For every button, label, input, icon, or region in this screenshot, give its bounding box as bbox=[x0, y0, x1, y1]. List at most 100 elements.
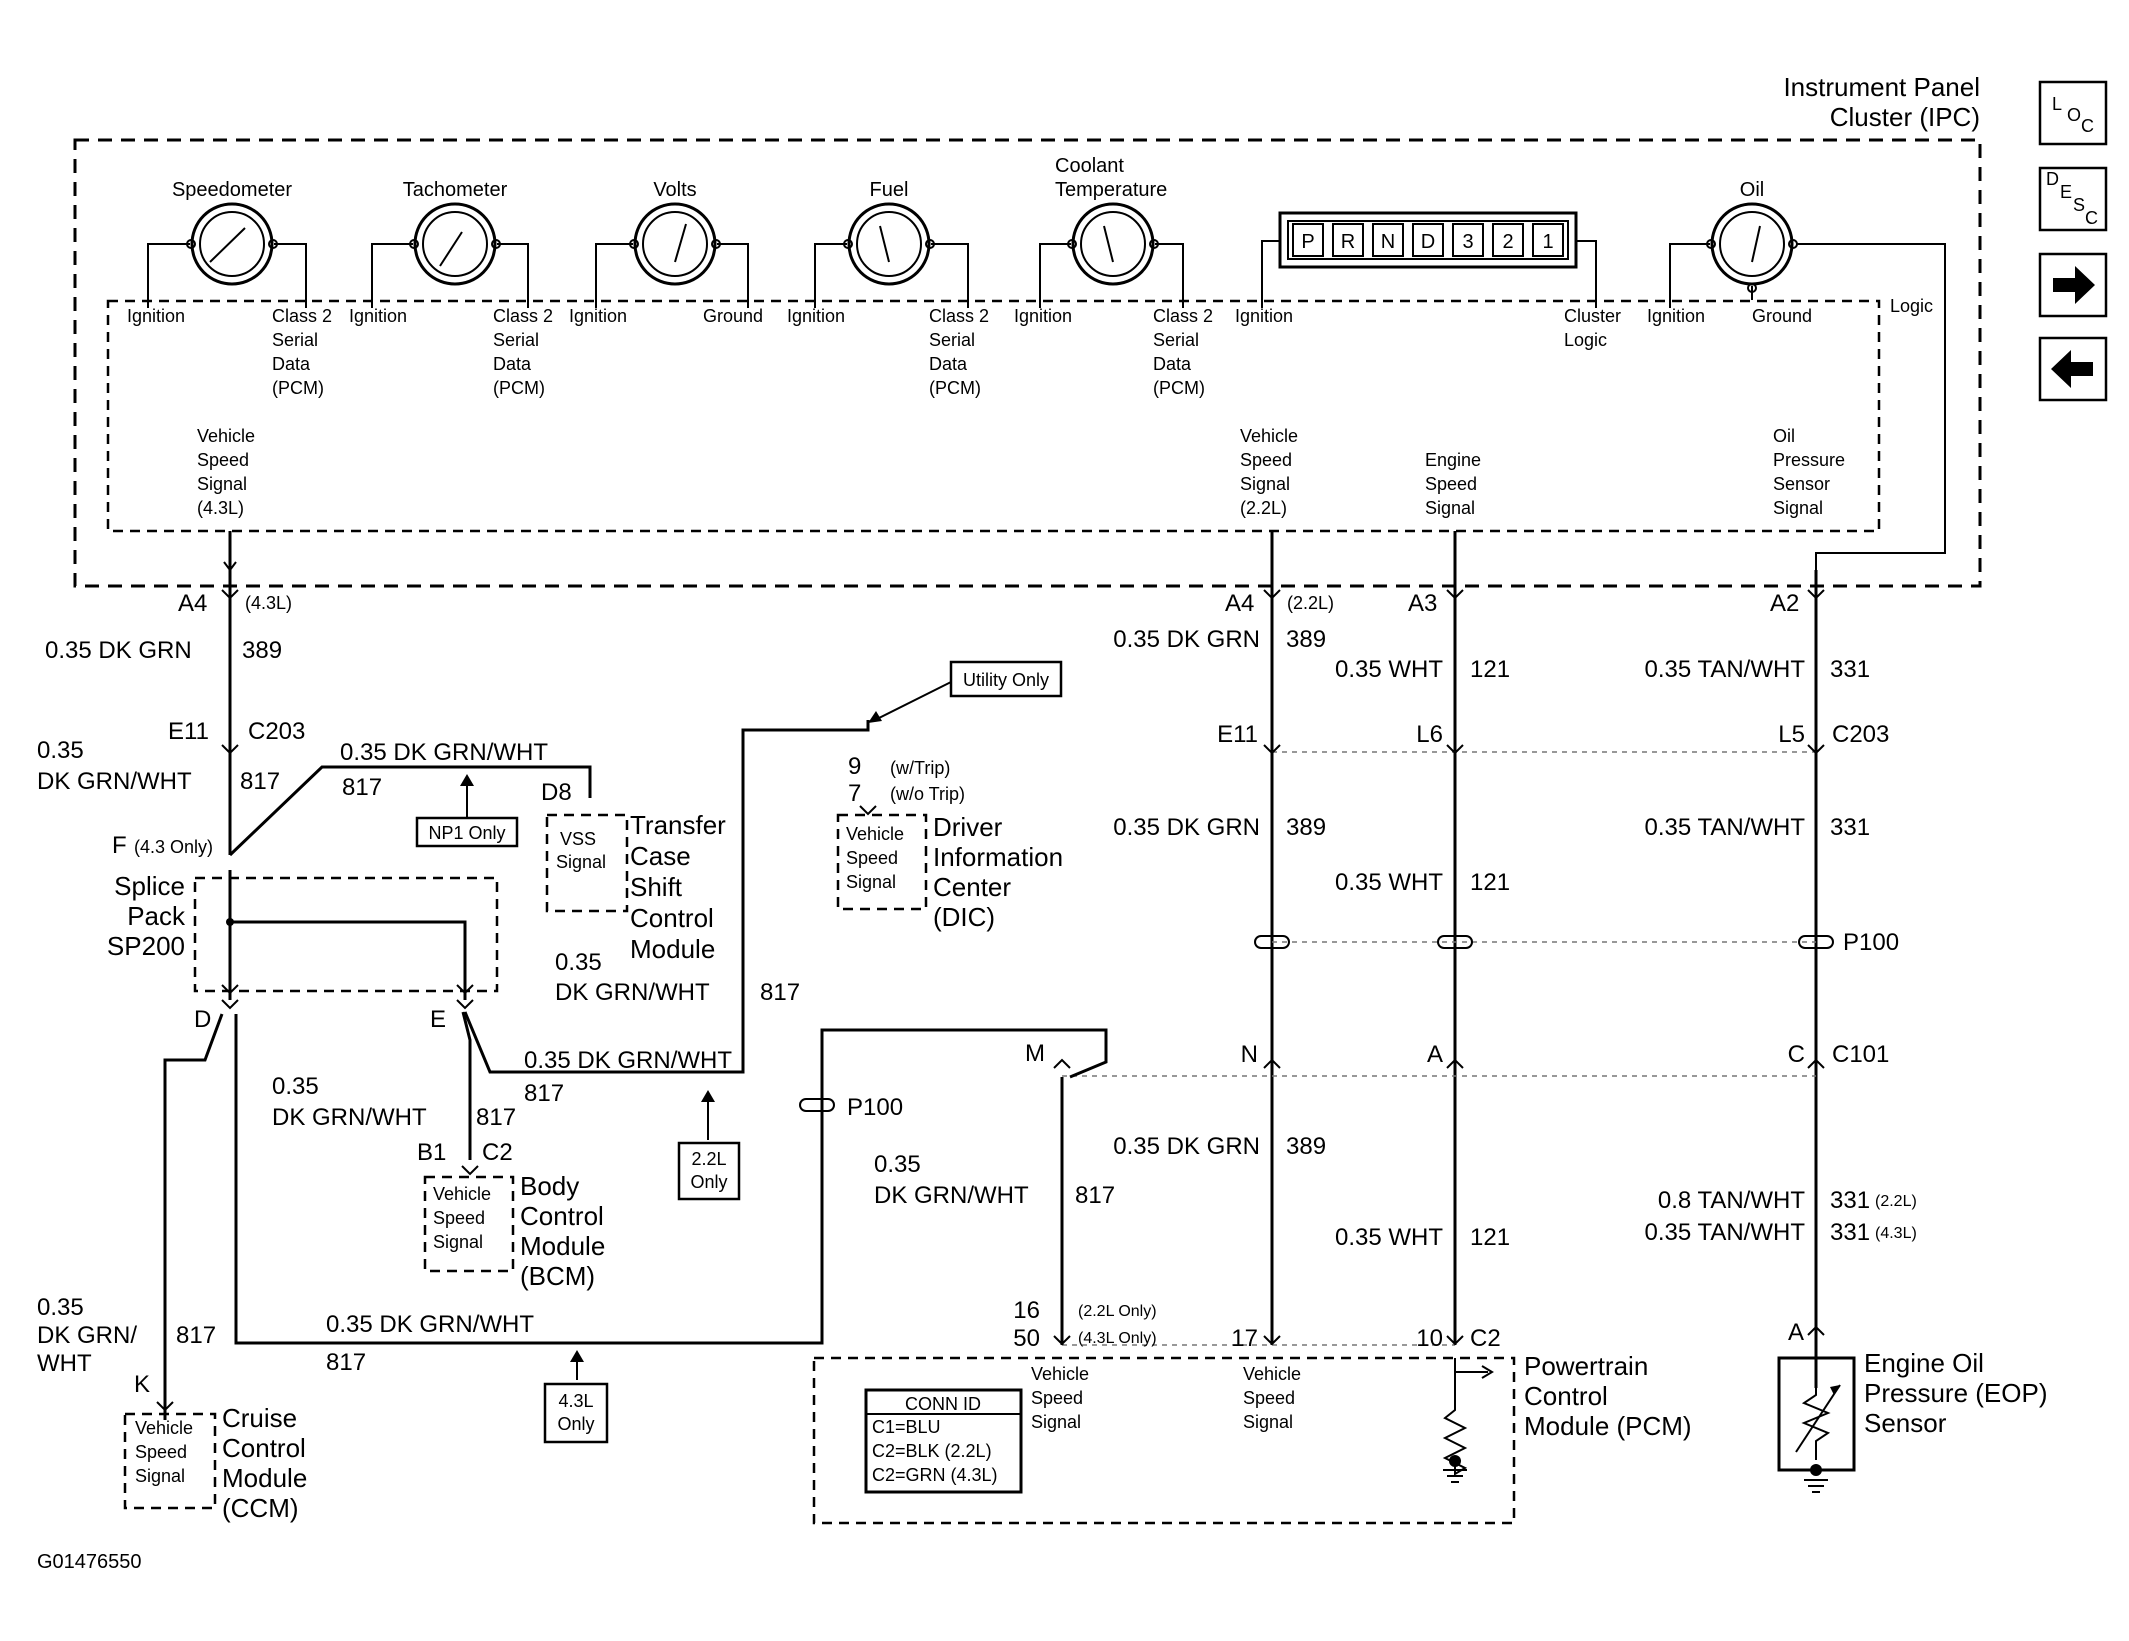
conn-a: A bbox=[1427, 1041, 1443, 1068]
wire-color: DK GRN/WHT bbox=[272, 1104, 427, 1131]
vss-43-signal-label: Vehicle Speed Signal (4.3L) bbox=[197, 426, 255, 518]
ccm-signal: Vehicle Speed Signal bbox=[135, 1418, 193, 1486]
wire-circuit: 817 bbox=[476, 1104, 516, 1131]
tachometer-gauge: Tachometer bbox=[371, 179, 529, 308]
ipc-pin-labels: Ignition Ignition Ignition Ignition Igni… bbox=[127, 306, 1812, 398]
class2-label: Class 2 Serial Data (PCM) bbox=[1153, 306, 1213, 398]
wire-gauge: 0.35 bbox=[555, 949, 602, 976]
class2-label: Class 2 Serial Data (PCM) bbox=[272, 306, 332, 398]
module-line: Control bbox=[630, 903, 714, 933]
desc-d: D bbox=[2046, 169, 2059, 189]
pin-ignition: Ignition bbox=[1647, 306, 1705, 326]
conn-d: D bbox=[194, 1006, 211, 1033]
pin-9-note: (w/Trip) bbox=[890, 758, 950, 778]
module-line: Control bbox=[222, 1433, 306, 1463]
conn-p100: P100 bbox=[1843, 929, 1899, 956]
signal-line: Oil bbox=[1773, 426, 1795, 446]
gear-indicator-letter: R bbox=[1341, 231, 1355, 253]
ground-icon bbox=[1804, 1464, 1828, 1493]
class2-line: Data bbox=[272, 354, 311, 374]
conn-a4: A4 bbox=[178, 590, 207, 617]
signal-line: Signal bbox=[1425, 498, 1475, 518]
wire-gauge: 0.35 bbox=[272, 1073, 319, 1100]
module-line: Module bbox=[630, 934, 715, 964]
wire-color: DK GRN/WHT bbox=[874, 1182, 1029, 1209]
wire-circuit: 389 bbox=[1286, 814, 1326, 841]
wire-color: 0.35 TAN/WHT bbox=[1645, 1219, 1806, 1246]
np1-only-tag bbox=[415, 816, 519, 848]
class2-line: Data bbox=[493, 354, 532, 374]
speedometer-gauge: Speedometer bbox=[147, 179, 307, 308]
bcm-label: Body Control Module (BCM) bbox=[520, 1171, 605, 1291]
signal-line: Speed bbox=[135, 1442, 187, 1462]
wire-circuit: 331 bbox=[1830, 656, 1870, 683]
wire-color: 0.35 DK GRN/WHT bbox=[524, 1047, 732, 1074]
oil-pressure-signal-label: Oil Pressure Sensor Signal bbox=[1773, 426, 1845, 518]
class2-line: Class 2 bbox=[929, 306, 989, 326]
conn-a3: A3 bbox=[1408, 590, 1437, 617]
wire-color: DK GRN/ bbox=[37, 1322, 137, 1349]
cluster-logic-line: Logic bbox=[1564, 330, 1607, 350]
next-button[interactable] bbox=[2038, 252, 2108, 318]
pin-ignition: Ignition bbox=[127, 306, 185, 326]
conn-n: N bbox=[1241, 1041, 1258, 1068]
signal-line: Vehicle bbox=[1031, 1364, 1089, 1384]
gear-indicator-box bbox=[1292, 223, 1324, 257]
signal-line: (4.3L) bbox=[197, 498, 244, 518]
module-line: Engine Oil bbox=[1864, 1348, 1984, 1378]
desc-button[interactable]: D E S C bbox=[2038, 166, 2108, 232]
wire-color: 0.35 DK GRN bbox=[1113, 626, 1260, 653]
module-line: Powertrain bbox=[1524, 1351, 1648, 1381]
desc-s: S bbox=[2073, 195, 2085, 215]
arrow-left-icon bbox=[2051, 350, 2093, 388]
class2-line: Serial bbox=[1153, 330, 1199, 350]
wire-color: 0.35 WHT bbox=[1335, 656, 1443, 683]
pin-7: 7 bbox=[848, 780, 861, 807]
needle-icon bbox=[1103, 225, 1114, 263]
only-43-line2: Only bbox=[557, 1414, 594, 1434]
wire-circuit: 389 bbox=[1286, 626, 1326, 653]
wire-color: DK GRN/WHT bbox=[37, 768, 192, 795]
gear-indicator-box bbox=[1492, 223, 1524, 257]
module-line: Center bbox=[933, 872, 1011, 902]
loc-button[interactable]: L O C bbox=[2038, 80, 2108, 146]
back-button[interactable] bbox=[2038, 336, 2108, 402]
prnd-indicator bbox=[1261, 211, 1597, 308]
wire-color: 0.35 DK GRN bbox=[1113, 1133, 1260, 1160]
signal-line: Speed bbox=[197, 450, 249, 470]
module-line: Case bbox=[630, 841, 691, 871]
conn-c2-bcm: C2 bbox=[482, 1139, 513, 1166]
conn-id-line: C1=BLU bbox=[872, 1417, 941, 1437]
wire-color: DK GRN/WHT bbox=[555, 979, 710, 1006]
vss-signal-line: VSS bbox=[560, 829, 596, 849]
module-line: (DIC) bbox=[933, 902, 995, 932]
module-line: Module bbox=[520, 1231, 605, 1261]
conn-f-note: (4.3 Only) bbox=[134, 837, 213, 857]
pcm-label: Powertrain Control Module (PCM) bbox=[1524, 1351, 1692, 1441]
wire-note: (2.2L) bbox=[1875, 1193, 1917, 1210]
wire-gauge: 0.35 bbox=[37, 737, 84, 764]
pcm-box bbox=[812, 1356, 1516, 1525]
vss-22-signal-label: Vehicle Speed Signal (2.2L) bbox=[1240, 426, 1298, 518]
conn-e11: E11 bbox=[168, 718, 209, 745]
ccm-label: Cruise Control Module (CCM) bbox=[222, 1403, 307, 1523]
signal-line: Speed bbox=[433, 1208, 485, 1228]
conn-eop-a: A bbox=[1788, 1319, 1804, 1346]
arrow-right-icon bbox=[2053, 266, 2095, 304]
gear-indicator-letter: D bbox=[1421, 231, 1435, 253]
pressure-sensor-icon bbox=[1795, 1372, 1841, 1460]
ccm-box bbox=[123, 1412, 217, 1510]
wire-color: 0.35 DK GRN bbox=[45, 637, 192, 664]
needle-icon bbox=[674, 223, 687, 263]
pin-16: 16 bbox=[1013, 1297, 1040, 1324]
gear-indicator-box bbox=[1452, 223, 1484, 257]
connector-marks bbox=[221, 589, 1834, 1346]
signal-line: Vehicle bbox=[1243, 1364, 1301, 1384]
wire-color: 0.35 DK GRN/WHT bbox=[326, 1311, 534, 1338]
pin-16-note: (2.2L Only) bbox=[1078, 1303, 1157, 1320]
only-22-line2: Only bbox=[690, 1172, 727, 1192]
class2-line: Data bbox=[929, 354, 968, 374]
module-line: Pack bbox=[127, 901, 186, 931]
pin-ignition: Ignition bbox=[349, 306, 407, 326]
wire-circuit: 817 bbox=[524, 1080, 564, 1107]
